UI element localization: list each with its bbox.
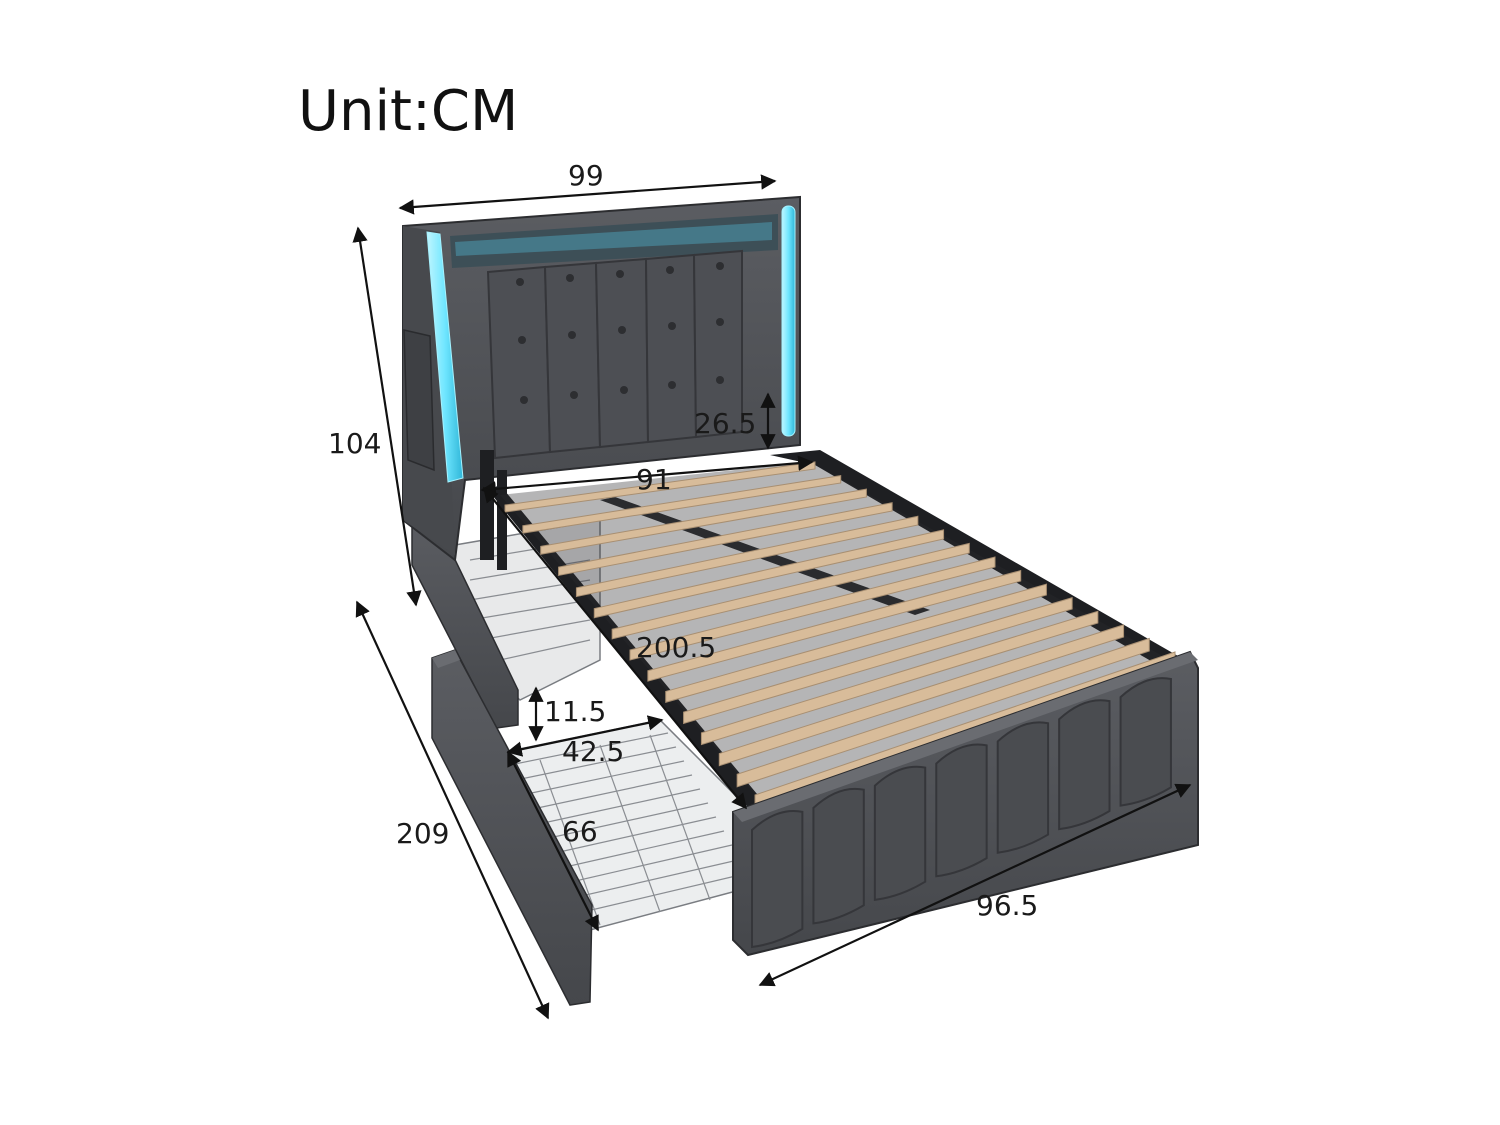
dimension-lines	[352, 174, 1192, 1020]
dim-label-headboard-panel-height: 26.5	[694, 407, 757, 440]
dim-line-99	[398, 174, 777, 215]
dim-label-total-length: 209	[396, 817, 450, 850]
dim-line-209	[355, 600, 550, 1020]
unit-label: Unit:CM	[298, 79, 519, 144]
footboard-panel	[751, 810, 804, 949]
dim-label-footboard-width: 96.5	[976, 889, 1039, 922]
dim-label-inner-width: 91	[636, 463, 672, 496]
dim-label-drawer-height: 11.5	[544, 695, 607, 728]
dim-label-drawer-width: 42.5	[562, 735, 625, 768]
dim-line-200-5	[483, 486, 747, 810]
footboard-panel	[873, 765, 927, 901]
footboard-panel	[996, 721, 1050, 854]
dim-label-drawer-depth: 66	[562, 815, 598, 848]
dim-line-91	[480, 455, 814, 497]
dim-line-96-5	[758, 783, 1192, 987]
footboard-panel	[935, 743, 988, 878]
dim-label-total-height: 104	[328, 427, 382, 460]
footboard-panel	[812, 787, 865, 925]
footboard-panel	[1058, 699, 1111, 831]
dim-label-inner-length: 200.5	[636, 631, 717, 664]
footboard-panel	[1119, 677, 1172, 807]
dim-line-104	[352, 226, 422, 607]
dim-label-headboard-width: 99	[568, 159, 604, 192]
